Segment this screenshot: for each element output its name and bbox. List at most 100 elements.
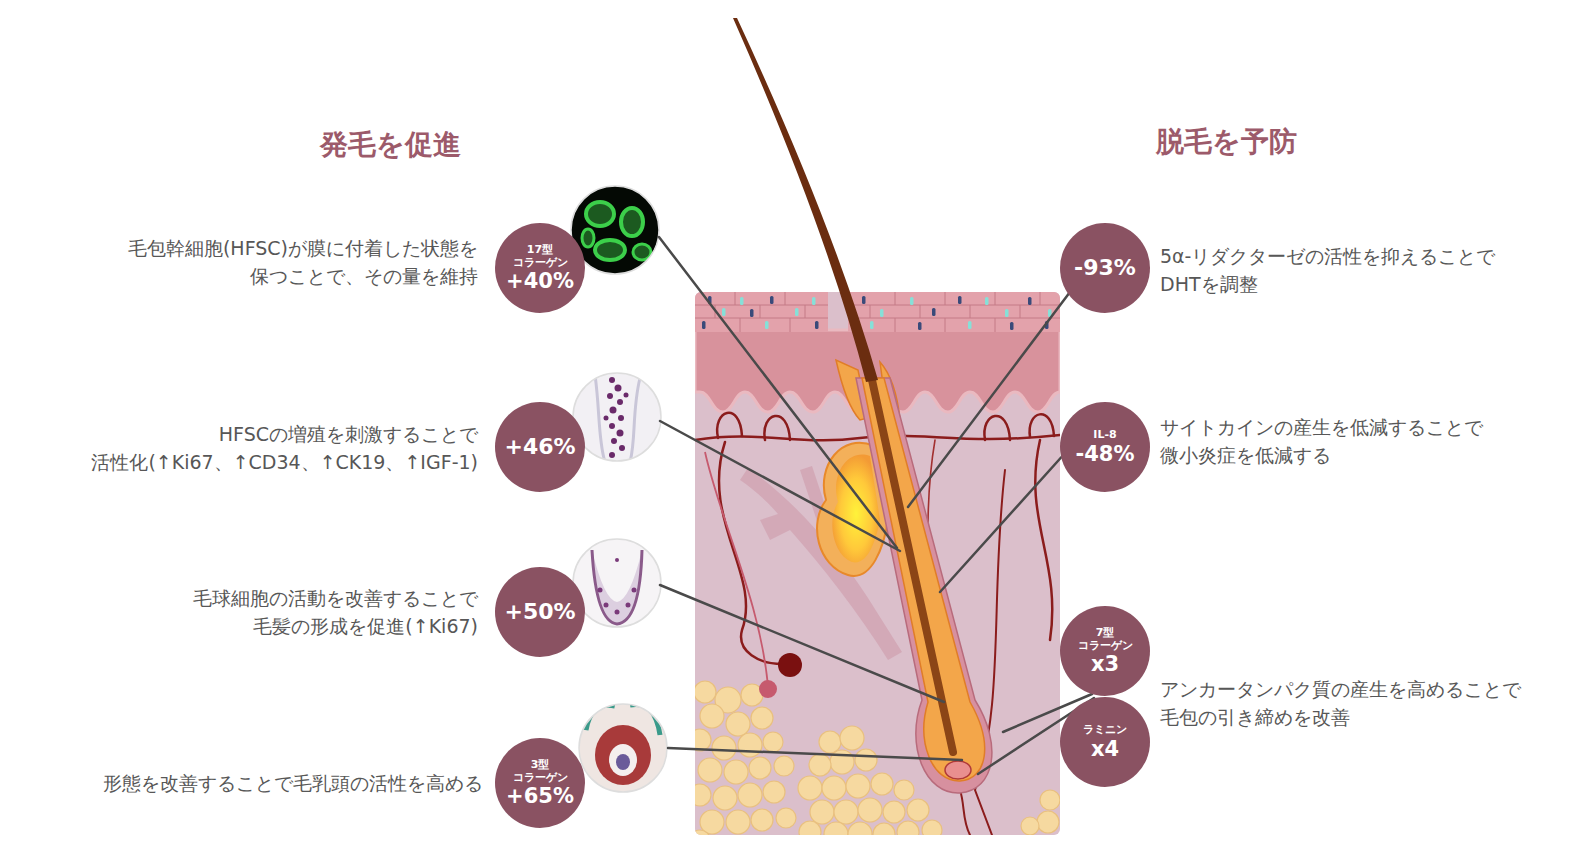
fat-cells bbox=[712, 736, 736, 760]
epidermis-dots bbox=[1028, 297, 1032, 305]
thumbnail-histology bbox=[619, 445, 625, 451]
epidermis-dots bbox=[750, 309, 754, 317]
epidermis-dots bbox=[968, 321, 972, 329]
description-text: 毛包幹細胞(HFSC)が膜に付着した状態を 保つことで、その量を維持 bbox=[123, 234, 478, 290]
thumbnail-bulb bbox=[604, 603, 609, 608]
fat-cells bbox=[840, 726, 864, 750]
epidermis-cells bbox=[790, 318, 791, 332]
epidermis-dots bbox=[815, 321, 819, 329]
thumbnail-papilla bbox=[585, 704, 615, 730]
epidermis-cells bbox=[785, 292, 786, 305]
sebaceous-gland bbox=[832, 455, 880, 563]
thumbnail-cells bbox=[595, 240, 625, 260]
blood-vessels bbox=[1030, 414, 1054, 437]
epidermis-dots bbox=[985, 297, 989, 305]
stat-label: 17型 コラーゲン bbox=[511, 243, 570, 269]
fat-cells bbox=[799, 821, 821, 835]
fat-cells bbox=[883, 801, 905, 823]
section-heading: 発毛を促進 bbox=[320, 126, 461, 164]
stat-label: ラミニン bbox=[1083, 723, 1127, 736]
thumbnail-histology bbox=[624, 393, 629, 398]
fat-cells bbox=[834, 800, 858, 824]
fat-cells bbox=[774, 756, 794, 776]
fat-cells bbox=[776, 808, 796, 828]
thumbnail-bulb bbox=[573, 539, 661, 627]
blood-vessels bbox=[764, 416, 790, 440]
circle-fill bbox=[1060, 223, 1150, 313]
epidermis-cells bbox=[848, 318, 1060, 319]
circle-fill bbox=[495, 402, 585, 492]
epidermis-cells bbox=[920, 305, 921, 318]
thumbnail-bulb bbox=[573, 539, 661, 627]
fat-cells bbox=[695, 729, 711, 751]
stat-value: x3 bbox=[1091, 652, 1119, 676]
fat-cells bbox=[700, 704, 724, 728]
hair-shaft bbox=[733, 18, 878, 382]
fat-cells bbox=[749, 757, 771, 779]
epidermis-cells bbox=[970, 305, 971, 318]
thumbnail-histology bbox=[609, 423, 615, 429]
thumbnail-border bbox=[573, 373, 661, 461]
fat-cells bbox=[871, 773, 893, 795]
circle-fill bbox=[1060, 402, 1150, 492]
epidermis-dots bbox=[862, 296, 866, 304]
fat-cells bbox=[695, 681, 716, 703]
vein bbox=[705, 452, 768, 686]
fat-cells bbox=[848, 822, 872, 835]
stat-circle: +50% bbox=[495, 567, 585, 657]
fat-cells bbox=[1040, 790, 1060, 810]
thumbnail-papilla bbox=[609, 744, 637, 776]
thumbnail-histology bbox=[573, 373, 661, 462]
epidermis-dots bbox=[918, 322, 922, 330]
thumbnail-bulb bbox=[626, 603, 631, 608]
epidermis-cells bbox=[1040, 292, 1041, 305]
description-text: サイトカインの産生を低減することで 微小炎症を低減する bbox=[1160, 413, 1487, 469]
blood-vessels bbox=[717, 413, 742, 438]
leader-lines bbox=[659, 237, 1094, 774]
thumbnail-histology bbox=[618, 415, 624, 421]
fat-cells bbox=[751, 809, 773, 831]
thumbnail-histology bbox=[573, 373, 661, 461]
epidermis-dots bbox=[1005, 309, 1009, 317]
leader-lines bbox=[940, 452, 1066, 592]
epidermis-cells bbox=[848, 305, 1060, 306]
blood-vessels bbox=[984, 416, 1010, 440]
leader-lines bbox=[668, 748, 962, 760]
follicle-sheath bbox=[856, 378, 992, 793]
stat-circle: IL-8-48% bbox=[1060, 402, 1150, 492]
fat-cells bbox=[858, 798, 882, 822]
stat-value: +46% bbox=[504, 434, 575, 459]
fat-cells bbox=[1021, 817, 1039, 835]
epidermis-dots bbox=[880, 309, 884, 317]
epidermis-cells bbox=[735, 292, 736, 305]
circle-fill bbox=[1060, 697, 1150, 787]
thumbnail-histology bbox=[617, 430, 624, 437]
description-text: アンカータンパク質の産生を高めることで 毛包の引き締めを改善 bbox=[1160, 675, 1525, 731]
fat-cells bbox=[695, 681, 1060, 835]
thumbnail-cells bbox=[582, 229, 594, 247]
epidermis-dots bbox=[932, 308, 936, 316]
epidermis-dots bbox=[702, 321, 706, 329]
fat-cells bbox=[738, 783, 762, 807]
fat-cells bbox=[738, 733, 762, 757]
thumbnail-histology bbox=[617, 399, 623, 405]
stat-circle: ラミニンx4 bbox=[1060, 697, 1150, 787]
circle-fill bbox=[495, 567, 585, 657]
thumbnail-papilla bbox=[579, 704, 667, 792]
stat-circle: 17型 コラーゲン+40% bbox=[495, 223, 585, 313]
thumbnail-histology bbox=[610, 407, 617, 414]
fat-cells bbox=[873, 823, 895, 835]
fat-cells bbox=[846, 774, 870, 798]
thumbnail-border bbox=[579, 704, 667, 792]
thumbnail-histology bbox=[609, 377, 615, 383]
description-text: 5α-リダクターゼの活性を抑えることで DHTを調整 bbox=[1160, 242, 1500, 298]
thumbnail-bulb bbox=[592, 550, 642, 624]
epidermis-dots bbox=[795, 308, 799, 316]
stat-circle: 3型 コラーゲン+65% bbox=[495, 738, 585, 828]
circle-fill bbox=[1060, 606, 1150, 696]
thumbnail-bulb bbox=[632, 588, 637, 593]
epidermis-cells bbox=[895, 318, 896, 332]
epidermis-cells bbox=[870, 305, 871, 318]
fat-cells bbox=[724, 760, 748, 784]
thumbnail-cells bbox=[621, 208, 643, 236]
